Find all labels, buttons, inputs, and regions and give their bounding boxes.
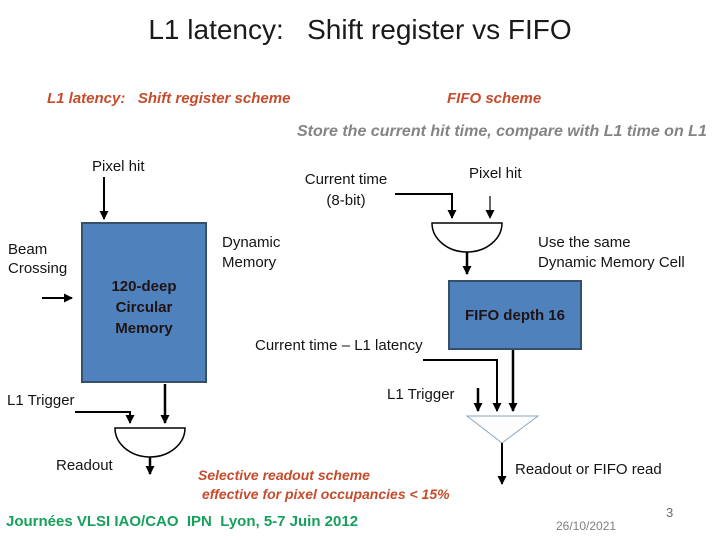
slide-title: L1 latency: Shift register vs FIFO [148, 14, 572, 45]
page-number: 3 [666, 505, 674, 520]
l1-trigger-label-left: L1 Trigger [7, 392, 75, 409]
mux-triangle [465, 415, 540, 444]
fifo-note: Store the current hit time, compare with… [297, 123, 707, 140]
fifo-scheme-heading: FIFO scheme [447, 90, 542, 107]
use-same-cell-label: Use the same Dynamic Memory Cell [538, 234, 685, 271]
dynamic-memory-label: Dynamic Memory [222, 234, 281, 271]
current-time-label: Current time (8-bit) [304, 171, 388, 209]
circular-memory-box: 120-deep Circular Memory [81, 222, 207, 383]
fifo-depth-box: FIFO depth 16 [448, 280, 582, 350]
pixel-hit-label-left: Pixel hit [92, 158, 145, 175]
pixel-hit-label-right: Pixel hit [469, 165, 522, 182]
and-gate-right [431, 222, 503, 253]
shift-register-scheme-heading: L1 latency: Shift register scheme [47, 90, 291, 107]
and-gate-left [114, 427, 186, 458]
conference-footer: Journées VLSI IAO/CAO IPN Lyon, 5-7 Juin… [6, 513, 359, 530]
selective-readout-callout-line1: Selective readout scheme [198, 467, 370, 483]
selective-readout-callout-line2: effective for pixel occupancies < 15% [202, 486, 450, 502]
date-stamp: 26/10/2021 [556, 519, 617, 533]
readout-or-fifo-read-label: Readout or FIFO read [515, 461, 662, 478]
arrow-l1-trigger-to-and-gate-left [75, 411, 135, 424]
current-time-minus-latency-label: Current time – L1 latency [255, 337, 423, 354]
l1-trigger-label-right: L1 Trigger [387, 386, 455, 403]
beam-crossing-label: Beam Crossing [8, 241, 68, 277]
readout-label: Readout [56, 457, 113, 474]
